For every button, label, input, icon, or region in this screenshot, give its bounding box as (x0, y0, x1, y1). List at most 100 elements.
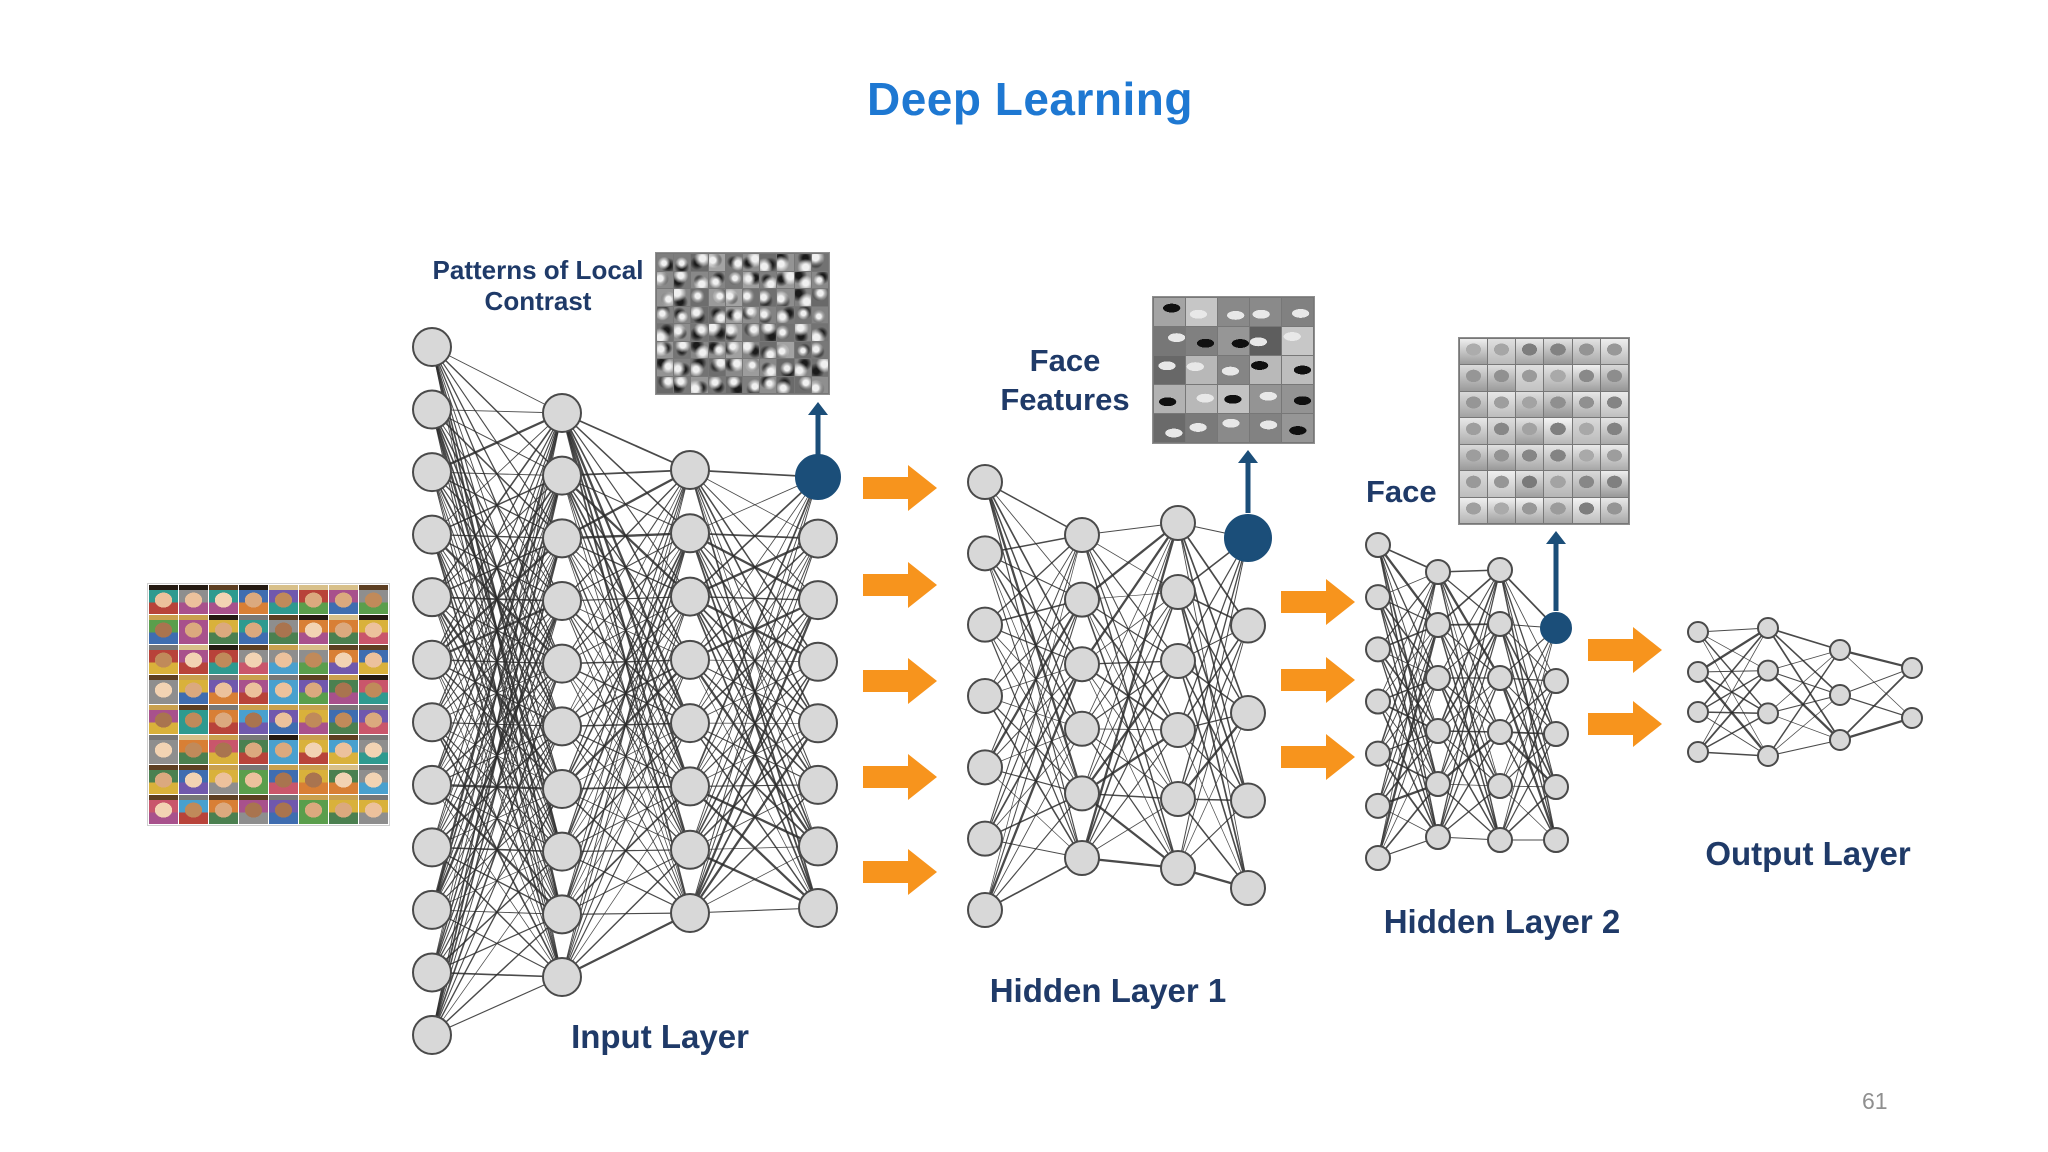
edge-line (1767, 627, 1841, 696)
patterns-of-local-contrast-image (655, 252, 830, 395)
edge-line (1437, 569, 1501, 785)
edge-line (689, 538, 819, 914)
network-node (670, 450, 710, 490)
image-cell (1516, 418, 1544, 444)
edge-line (1081, 729, 1179, 795)
edge-line (689, 476, 819, 914)
edge-line (689, 846, 819, 914)
image-cell (657, 324, 674, 341)
image-cell (657, 359, 674, 376)
edge-line (984, 534, 1083, 768)
network-node (412, 1015, 452, 1055)
network-node (798, 518, 838, 559)
network-node (542, 706, 582, 747)
edge-line (984, 534, 1083, 626)
image-cell (1154, 356, 1185, 384)
input-layer-label: Input Layer (571, 1018, 749, 1055)
image-cell (179, 735, 208, 764)
network-node (1160, 505, 1196, 541)
edge-line (1697, 627, 1769, 713)
edge-line (1437, 677, 1501, 838)
network-node (967, 678, 1003, 714)
edge-line (689, 848, 819, 910)
edge-line (1697, 671, 1769, 714)
edge-line (984, 793, 1083, 911)
image-cell (1572, 391, 1600, 418)
flow-arrow (863, 754, 937, 800)
network-node (1365, 792, 1391, 819)
edge-line (689, 476, 819, 724)
edge-line (561, 596, 691, 978)
image-cell (691, 359, 708, 376)
edge-line (1839, 648, 1913, 670)
image-cell (239, 615, 268, 644)
edge-line (1081, 522, 1179, 729)
image-cell (179, 675, 208, 704)
edge-line (1767, 669, 1841, 741)
image-cell (1460, 365, 1488, 391)
edge-line (561, 469, 691, 852)
edge-line (1177, 625, 1249, 800)
image-cell (239, 585, 268, 614)
network-node (542, 894, 582, 935)
network-node (1487, 665, 1513, 691)
image-cell (209, 615, 238, 644)
network-node (670, 766, 710, 807)
page-number: 61 (1862, 1088, 1888, 1114)
edge-line (431, 412, 563, 786)
edge-line (984, 599, 1083, 697)
edge-line (431, 412, 563, 848)
image-cell (777, 271, 794, 288)
image-cell (1516, 471, 1544, 497)
image-cell (691, 324, 708, 341)
image-cell (1154, 385, 1185, 413)
image-cell (1282, 414, 1313, 442)
slide-title: Deep Learning (866, 73, 1193, 125)
network-node (1487, 827, 1513, 853)
image-cell (299, 585, 328, 614)
image-cell (329, 705, 358, 734)
image-cell (359, 615, 388, 644)
network-node (1365, 740, 1391, 767)
image-cell (1250, 327, 1281, 355)
edge-line (1767, 670, 1841, 696)
image-cell (708, 306, 725, 323)
image-cell (1516, 365, 1544, 391)
edge-line (689, 722, 819, 914)
network-node (670, 513, 710, 554)
network-node (967, 535, 1003, 572)
edge-line (1177, 522, 1249, 801)
edge-line (431, 475, 563, 1036)
image-cell (359, 735, 388, 764)
network-node (1425, 559, 1451, 585)
edge-line (1839, 649, 1913, 719)
edge-line (984, 599, 1083, 911)
image-cell (794, 376, 811, 393)
image-cell (1460, 444, 1488, 471)
image-cell (299, 765, 328, 794)
edge-line (689, 907, 819, 914)
network-node (967, 892, 1003, 928)
face-composite-image (1458, 337, 1630, 525)
image-cell (1516, 391, 1544, 418)
image-cell (299, 735, 328, 764)
image-cell (329, 615, 358, 644)
image-cell (1572, 444, 1600, 471)
image-cell (725, 254, 742, 271)
image-cell (674, 271, 691, 288)
image-cell (657, 376, 674, 393)
image-cell (1544, 418, 1572, 444)
edge-line (431, 411, 563, 474)
edge-line (984, 624, 1083, 794)
image-cell (657, 289, 674, 306)
image-cell (1460, 418, 1488, 444)
image-cell (708, 289, 725, 306)
image-cell (1186, 298, 1217, 326)
network-node (1230, 782, 1266, 819)
image-cell (691, 254, 708, 271)
image-cell (794, 306, 811, 323)
edge-line (431, 412, 563, 598)
network-node (1687, 741, 1709, 763)
edge-line (1767, 627, 1841, 741)
edge-line (1697, 631, 1769, 757)
